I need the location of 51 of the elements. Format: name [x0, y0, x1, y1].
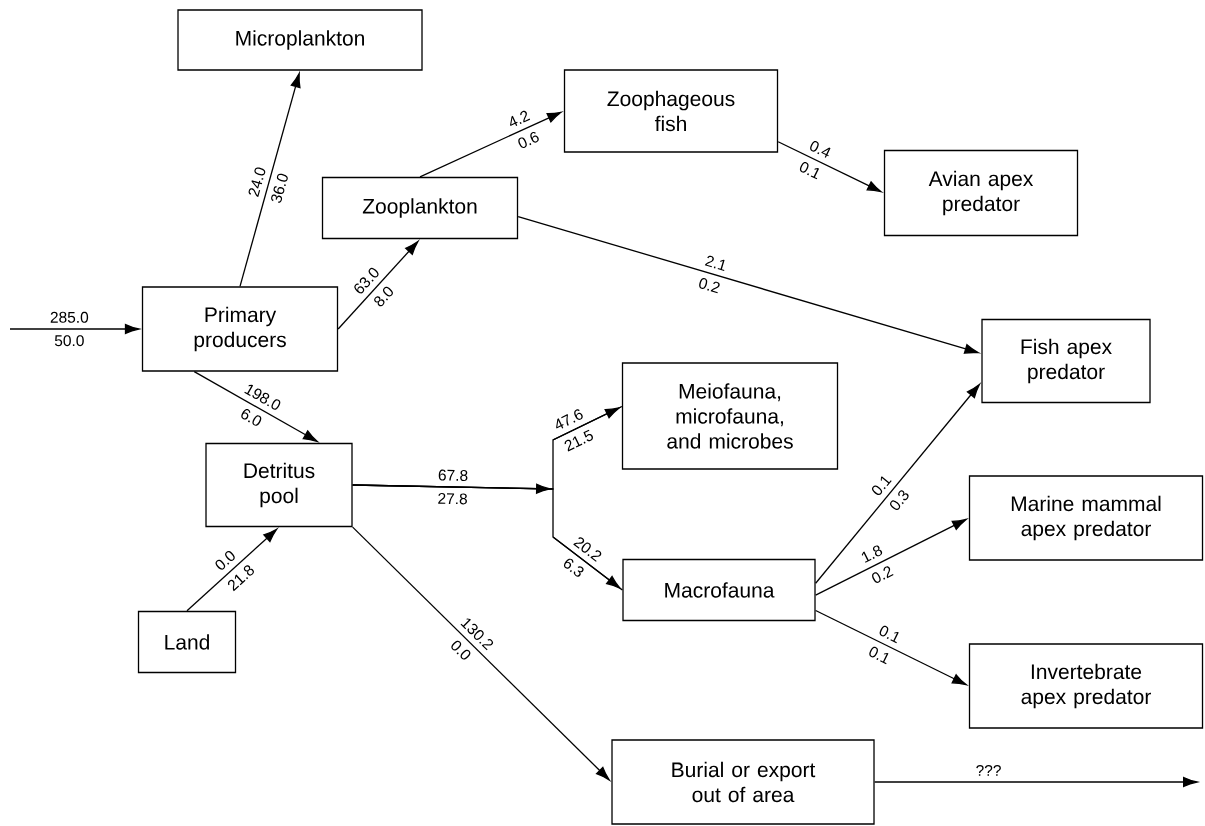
flow-value: 27.8: [438, 493, 467, 505]
flow-value: 67.8: [438, 469, 468, 481]
flow-arrow: [517, 215, 980, 354]
flow-value: 21.5: [564, 429, 593, 452]
flow-value: 4.2: [510, 110, 531, 127]
flow-arrow: [552, 536, 621, 589]
compartment-box: Meiofauna, microfauna, and microbes: [621, 362, 839, 470]
flow-arrow: [777, 141, 882, 193]
flow-value: 0.1: [879, 625, 899, 644]
flow-value: 0.6: [518, 131, 539, 149]
flow-value: ???: [976, 764, 1001, 776]
compartment-box: Avian apex predator: [883, 149, 1079, 237]
flow-value: 50.0: [54, 335, 84, 347]
flow-arrow: [186, 528, 278, 612]
flow-value: 47.6: [556, 409, 583, 429]
flow-arrow: [815, 518, 967, 596]
flow-value: 1.8: [861, 545, 883, 563]
compartment-box: Macrofauna: [622, 558, 816, 622]
flow-value: 198.0: [244, 384, 281, 410]
flow-value: 0.1: [869, 646, 889, 665]
flow-value: 2.1: [704, 255, 725, 271]
flow-value: 0.3: [890, 490, 909, 510]
flow-value: 24.0: [248, 167, 266, 198]
compartment-box: Invertebrate apex predator: [968, 643, 1204, 729]
compartment-box: Fish apex predator: [981, 318, 1151, 404]
compartment-box: Zoophageous fish: [563, 69, 779, 153]
compartment-box: Land: [137, 610, 237, 674]
flow-arrow: [419, 111, 562, 178]
flow-arrow: [874, 776, 1198, 788]
flow-value: 0.1: [872, 476, 892, 496]
flow-arrow: [352, 526, 610, 781]
compartment-box: Detritus pool: [205, 442, 353, 528]
compartment-box: Microplankton: [177, 9, 423, 71]
flow-value: 0.2: [699, 278, 720, 294]
flow-value: 36.0: [271, 173, 288, 203]
flow-value: 285.0: [50, 311, 89, 323]
compartment-box: Zooplankton: [321, 176, 519, 240]
compartment-box: Marine mammal apex predator: [968, 475, 1204, 561]
flow-arrow: [337, 240, 419, 330]
compartment-box: Burial or export out of area: [611, 739, 875, 825]
flow-arrow: [239, 72, 301, 287]
flow-arrow: [815, 609, 967, 686]
flow-value: 0.2: [872, 566, 894, 583]
flow-arrow: [193, 371, 318, 442]
flow-arrow: [552, 407, 620, 441]
compartment-box: Primary producers: [141, 286, 339, 372]
flow-value: 6.0: [241, 409, 262, 426]
flow-arrow: [9, 323, 140, 335]
flow-arrow: [815, 383, 981, 584]
flow-value: 0.4: [810, 141, 831, 158]
flow-value: 0.1: [799, 162, 820, 180]
